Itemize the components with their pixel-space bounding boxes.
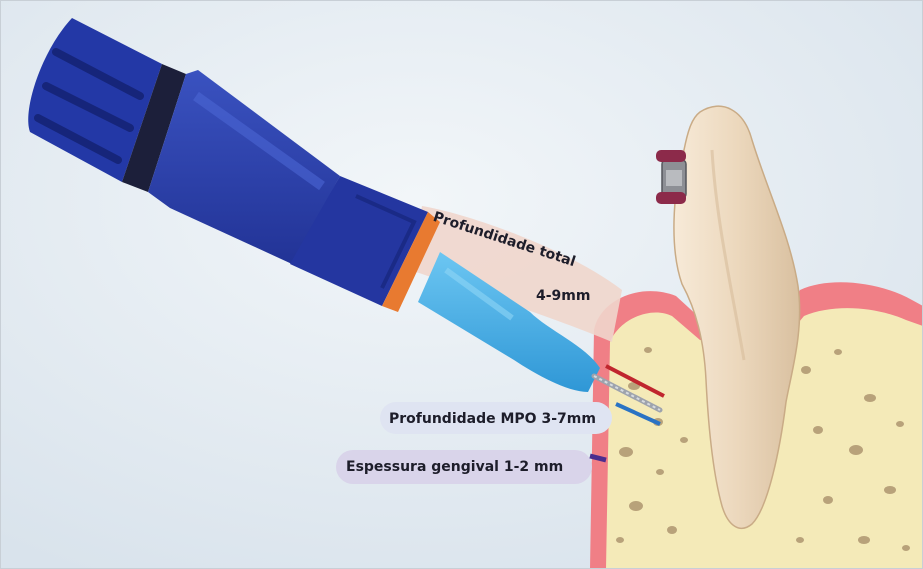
mpo-depth-label: Profundidade MPO 3-7mm xyxy=(389,411,596,427)
total-depth-value: 4-9mm xyxy=(536,288,590,304)
gingival-thickness-label: Espessura gengival 1-2 mm xyxy=(346,459,563,475)
